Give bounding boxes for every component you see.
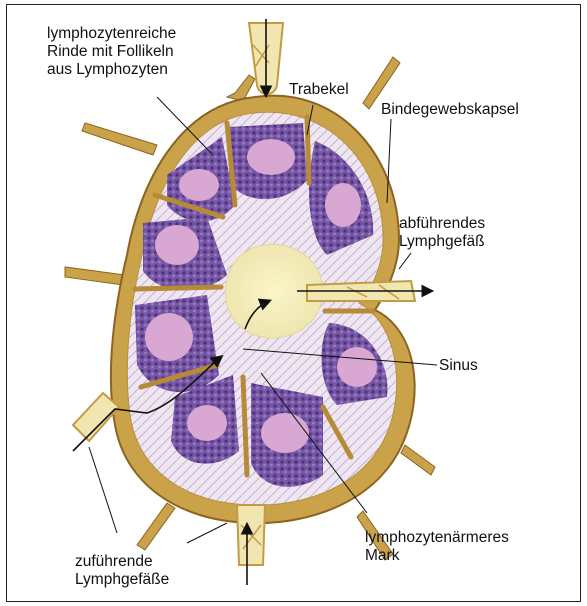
- label-medulla: lymphozytenärmeres Mark: [365, 529, 509, 565]
- label-sinus: Sinus: [439, 357, 478, 375]
- label-cortex: lymphozytenreiche Rinde mit Follikeln au…: [47, 25, 176, 79]
- label-trabecula: Trabekel: [289, 81, 349, 99]
- afferent-vessel-bottom: [237, 505, 265, 565]
- label-afferent: zuführende Lymphgefäße: [75, 553, 169, 589]
- afferent-vessel-left: [73, 393, 119, 441]
- figure-frame: lymphozytenreiche Rinde mit Follikeln au…: [6, 4, 581, 602]
- label-efferent: abführendes Lymphgefäß: [399, 215, 485, 251]
- label-capsule: Bindegewebskapsel: [381, 101, 519, 119]
